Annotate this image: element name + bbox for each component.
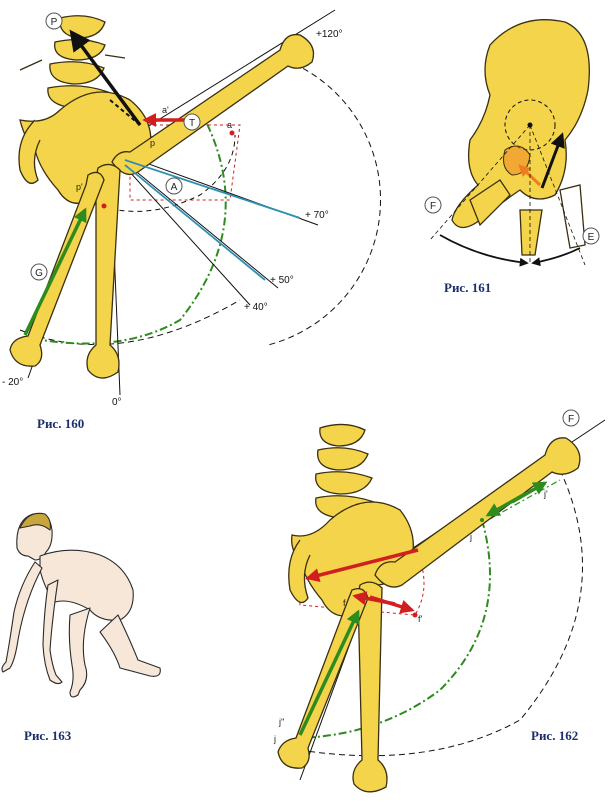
muscle-arrow-psoas [69, 29, 142, 127]
arc-120 [267, 59, 381, 346]
femur-vertical-162 [352, 581, 388, 793]
ray-40 [109, 149, 251, 306]
caption-fig-162: Рис. 162 [531, 728, 579, 743]
flexion-arc [439, 234, 529, 267]
point-label-j-lower: j [273, 734, 276, 744]
point-label-a-prime: a' [162, 105, 169, 115]
muscle-arrow-green-upper-rev [485, 492, 526, 517]
point-label-j-prime: j' [543, 489, 548, 499]
pelvis-side [451, 19, 590, 229]
point-label-a: a [227, 120, 232, 130]
runner-back-leg [99, 614, 161, 677]
label-E-161: E [588, 232, 595, 243]
muscle-line-adductor-2 [124, 164, 266, 281]
label-circle-F-162: F [562, 409, 580, 427]
muscle-arrow-green-lower [298, 609, 360, 736]
figure-162: F j' j f f' j'' j [273, 409, 606, 793]
label-circle-G: G [30, 263, 48, 281]
ray-50 [109, 149, 279, 289]
sacrum-tail-162 [288, 539, 311, 604]
femur-stub-right [559, 184, 586, 249]
muscle-arrow-red-1 [305, 548, 419, 583]
runner-front-leg [68, 607, 91, 698]
point-label-p-prime: p' [76, 182, 83, 192]
muscle-line-adductor-1 [124, 159, 301, 219]
label-circle-T: T [183, 113, 201, 131]
label-G: G [35, 268, 43, 279]
ray-F [429, 124, 531, 241]
femur-vertical [86, 163, 121, 379]
point-label-f: f [343, 598, 346, 608]
label-P: P [51, 17, 58, 28]
figure-163-runner [1, 512, 161, 698]
label-T: T [189, 118, 195, 129]
label-F-162: F [568, 414, 574, 425]
angle-plus-50: + 50° [270, 275, 294, 286]
caption-fig-161: Рис. 161 [444, 280, 492, 295]
point-j [480, 518, 484, 522]
femur-stub-mid [519, 209, 543, 256]
green-arc [29, 109, 227, 345]
angle-plus-70: + 70° [305, 210, 329, 221]
angle-plus-40: + 40° [244, 302, 268, 313]
point-p [101, 203, 107, 209]
sacrum-tail [18, 119, 41, 184]
muscle-arrow-red-3 [352, 591, 396, 606]
point-a [229, 130, 235, 136]
extension-arc [531, 247, 581, 267]
acetabulum [504, 99, 556, 151]
label-circle-F-161: F [424, 196, 442, 214]
label-circle-P: P [45, 12, 63, 30]
muscle-arrow-gluteus [23, 207, 87, 336]
caption-fig-160: Рис. 160 [37, 416, 85, 431]
runner-hair [19, 512, 51, 531]
label-circle-E-161: E [582, 227, 600, 245]
runner-arm-left [1, 561, 43, 673]
point-f-prime [412, 612, 418, 618]
angle-plus-120: +120° [316, 29, 343, 40]
caption-fig-163: Рис. 163 [24, 728, 72, 743]
label-F-161: F [430, 201, 436, 212]
point-label-f-prime: f' [418, 614, 423, 624]
angle-zero: 0° [112, 397, 122, 408]
runner-arm-right [42, 579, 63, 685]
point-label-p: p [150, 138, 155, 148]
label-circle-A: A [165, 177, 183, 195]
point-label-j: j [469, 532, 472, 542]
label-A: A [171, 182, 178, 193]
muscle-arrow-black [540, 132, 565, 189]
femur-stub-left [469, 179, 511, 227]
point-label-j-double-prime: j'' [278, 717, 285, 727]
femur-raised [111, 33, 315, 176]
arc-j [299, 469, 583, 757]
figure-161: F E [424, 19, 600, 267]
figure-160: P T A G a a' p p' p +120° + 70° + 50° + … [2, 9, 381, 408]
angle-minus-20: - 20° [2, 377, 23, 388]
femur-raised-162 [374, 437, 581, 588]
